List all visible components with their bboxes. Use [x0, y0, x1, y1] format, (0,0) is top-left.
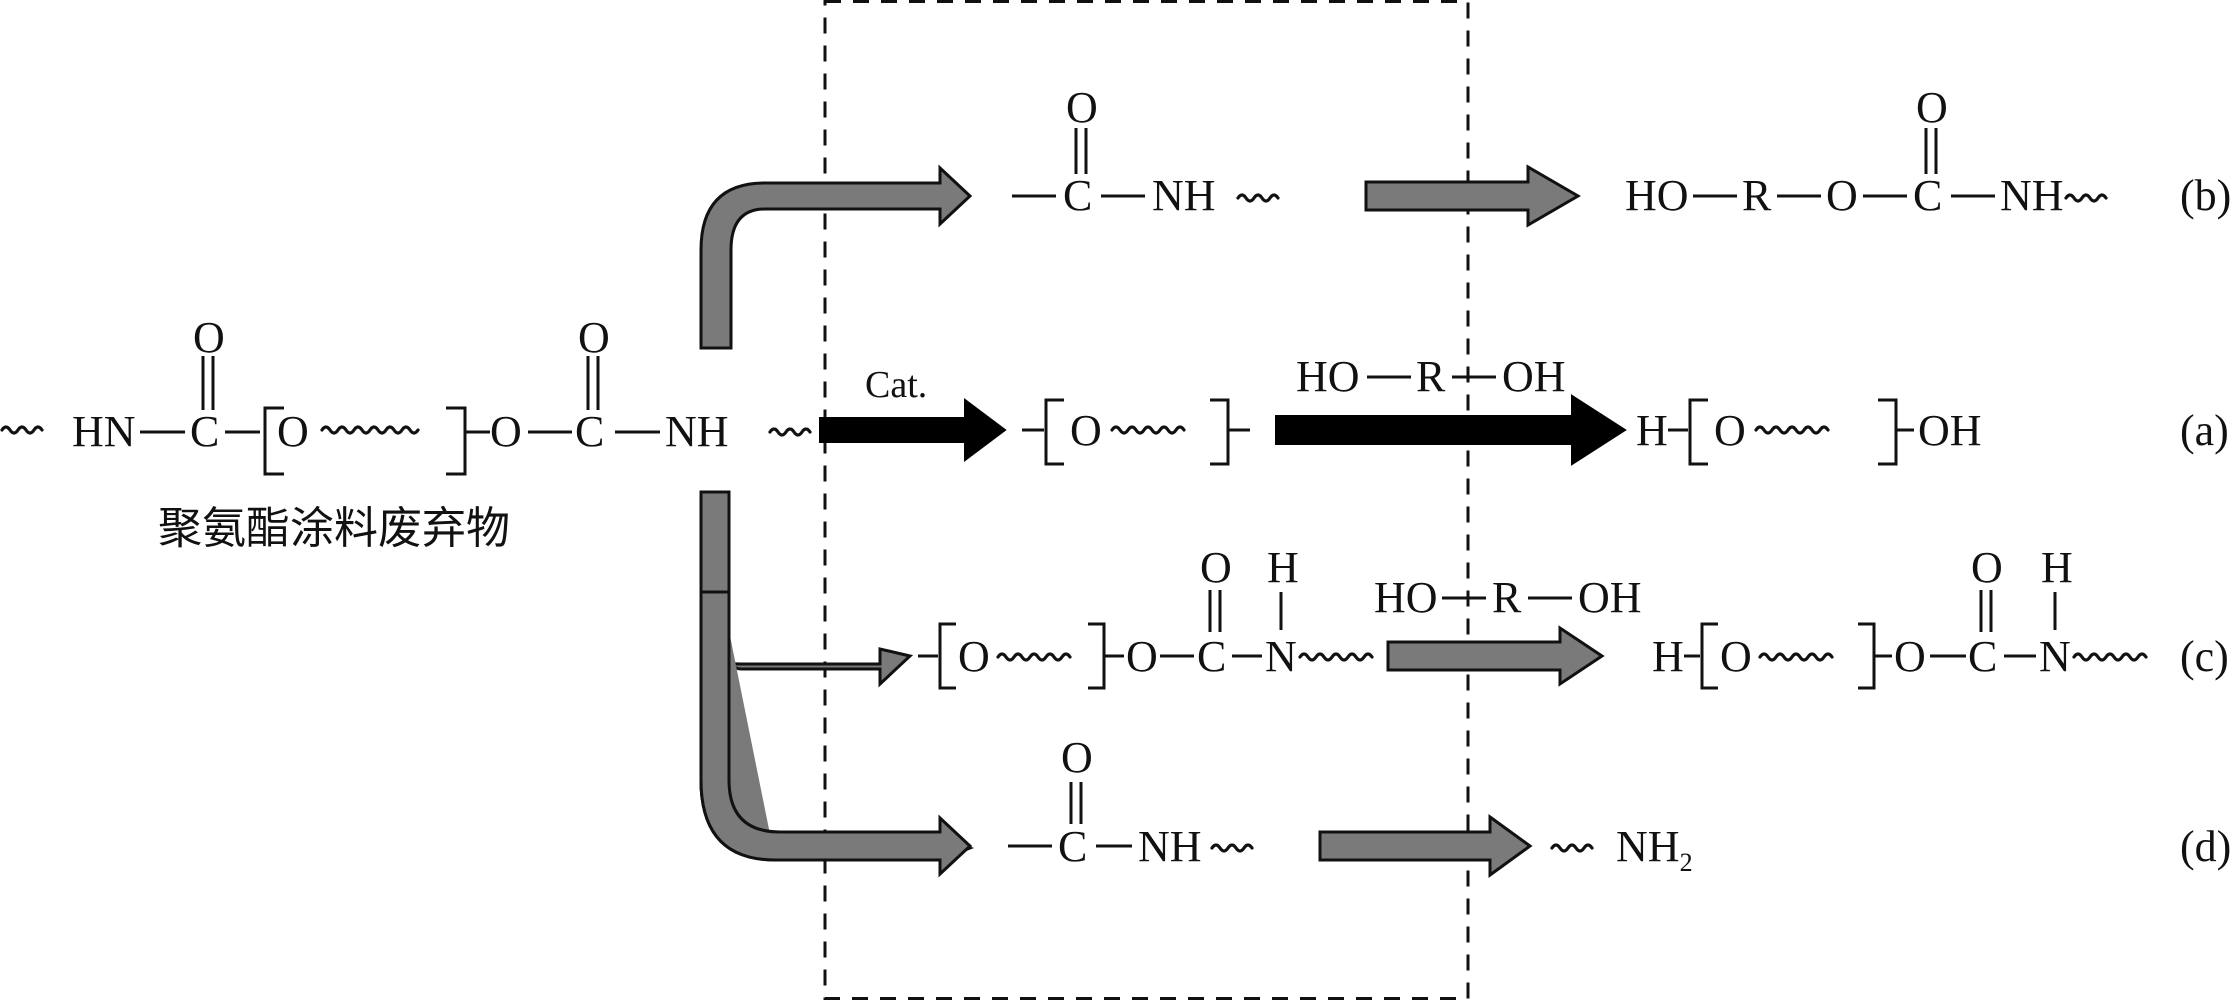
wavy-bond	[0, 425, 44, 435]
dashed-region-box	[823, 0, 1470, 1000]
atom-oxygen: O	[490, 407, 522, 456]
row-c: O O C O N H HO R OH H O O C O N	[918, 543, 2229, 690]
row-label-d: (d)	[2180, 822, 2231, 871]
atom-nitrogen: N	[1265, 632, 1297, 681]
nh2-main: NH	[1616, 822, 1680, 871]
repeat-bracket-left	[938, 622, 956, 690]
wavy-bond	[1110, 425, 1186, 435]
atom-ho: HO	[1374, 573, 1438, 622]
repeat-bracket-right	[1858, 622, 1876, 690]
branch-arrow-d-head	[699, 590, 973, 878]
atom-oxygen: O	[1916, 83, 1948, 132]
repeat-bracket-left	[1688, 398, 1708, 466]
atom-oxygen: O	[1066, 83, 1098, 132]
repeat-bracket-right	[1088, 622, 1106, 690]
repeat-bracket-right	[1878, 398, 1898, 466]
arrow-d	[1318, 814, 1533, 878]
branch-arrow-d	[699, 492, 972, 861]
row-a: O HO R OH H O OH (a)	[1022, 352, 2229, 466]
atom-hydrogen: H	[2041, 543, 2073, 592]
waste-label: 聚氨酯涂料废弃物	[158, 504, 510, 553]
wavy-bond	[320, 425, 420, 435]
repeat-bracket-left	[1700, 622, 1718, 690]
atom-oh: OH	[1502, 352, 1566, 401]
atom-oxygen: O	[1714, 406, 1746, 455]
atom-hydrogen: H	[1652, 632, 1684, 681]
wavy-bond	[2072, 652, 2148, 662]
catalyst-label: Cat.	[865, 364, 927, 406]
atom-nh: NH	[2000, 171, 2064, 220]
atom-carbon: C	[575, 407, 604, 456]
wavy-bond	[1298, 652, 1374, 662]
atom-oxygen: O	[1070, 406, 1102, 455]
atom-hydrogen: H	[1267, 543, 1299, 592]
atom-oh: OH	[1578, 573, 1642, 622]
nh2-subscript: 2	[1680, 848, 1693, 877]
atom-oxygen: O	[1720, 632, 1752, 681]
wavy-bond	[996, 652, 1072, 662]
atom-nh: NH	[1138, 822, 1202, 871]
repeat-bracket-left	[263, 406, 284, 476]
atom-oxygen: O	[1061, 733, 1093, 782]
atom-ho: HO	[1296, 352, 1360, 401]
repeat-bracket-right	[1210, 398, 1230, 466]
arrow-b	[1364, 164, 1581, 228]
atom-carbon: C	[1063, 171, 1092, 220]
row-label-b: (b)	[2180, 171, 2231, 220]
polyurethane-structure: HN C O O O C O NH 聚氨酯涂料废弃物	[0, 313, 812, 553]
wavy-bond	[2064, 193, 2108, 203]
wavy-bond	[1236, 193, 1280, 203]
wavy-bond	[1754, 425, 1830, 435]
atom-nitrogen: N	[2039, 632, 2071, 681]
branch-stem	[699, 490, 731, 594]
row-label-a: (a)	[2180, 406, 2229, 455]
atom-hydrogen: H	[1636, 406, 1668, 455]
atom-oxygen: O	[193, 313, 225, 362]
branch-arrow-b	[699, 164, 973, 350]
atom-oxygen: O	[1894, 632, 1926, 681]
atom-oxygen: O	[1971, 543, 2003, 592]
atom-oxygen: O	[1126, 632, 1158, 681]
atom-r: R	[1416, 352, 1446, 401]
atom-carbon: C	[1197, 632, 1226, 681]
atom-hn: HN	[72, 407, 136, 456]
atom-carbon: C	[1968, 632, 1997, 681]
atom-r: R	[1742, 171, 1772, 220]
atom-oxygen: O	[1826, 171, 1858, 220]
atom-nh: NH	[665, 407, 729, 456]
atom-nh: NH	[1152, 171, 1216, 220]
atom-r: R	[1492, 573, 1522, 622]
atom-carbon: C	[1913, 171, 1942, 220]
atom-oxygen: O	[578, 313, 610, 362]
main-catalytic-arrow	[819, 398, 1007, 462]
repeat-bracket-left	[1044, 398, 1064, 466]
atom-oh: OH	[1918, 406, 1982, 455]
arrow-c	[1386, 625, 1605, 687]
wavy-bond	[1758, 652, 1834, 662]
atom-carbon: C	[1058, 822, 1087, 871]
atom-carbon: C	[190, 407, 219, 456]
atom-oxygen: O	[958, 632, 990, 681]
atom-nh2: NH2	[1616, 822, 1693, 877]
row-d: C O NH NH2 (d)	[1008, 733, 2231, 878]
wavy-bond	[768, 427, 812, 437]
repeat-bracket-right	[446, 406, 467, 476]
atom-oxygen: O	[277, 407, 309, 456]
wavy-bond	[1210, 843, 1254, 853]
row-label-c: (c)	[2180, 632, 2229, 681]
wavy-bond	[1550, 843, 1594, 853]
atom-oxygen: O	[1200, 543, 1232, 592]
atom-ho: HO	[1625, 171, 1689, 220]
row-b: C O NH HO R O C O NH (b)	[1012, 83, 2231, 228]
arrow-a	[1275, 394, 1627, 466]
